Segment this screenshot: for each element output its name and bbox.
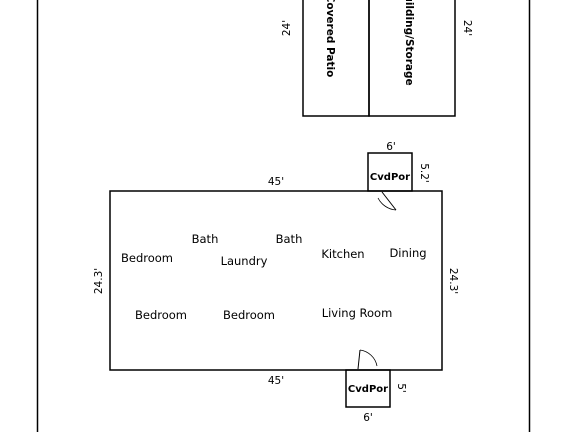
house-right-depth: 24.3' [447, 268, 459, 294]
house-left-depth: 24.3' [93, 268, 105, 294]
covered-patio-label: Covered Patio [324, 0, 336, 77]
room-laundry: Laundry [221, 254, 268, 268]
rear-porch-width: 6' [386, 141, 396, 153]
room-living-room: Living Room [322, 306, 393, 320]
house-outline [109, 190, 443, 371]
building-storage-structure [368, 0, 456, 117]
front-porch-depth: 5' [395, 383, 407, 393]
room-bath-1: Bath [192, 232, 219, 246]
front-porch-width: 6' [363, 412, 373, 424]
room-bath-2: Bath [276, 232, 303, 246]
rear-door-swing [377, 191, 397, 211]
room-bedroom-1: Bedroom [121, 251, 173, 265]
front-porch [345, 369, 391, 408]
rear-porch-label: CvdPor [370, 172, 410, 183]
room-bedroom-2: Bedroom [135, 308, 187, 322]
room-dining: Dining [389, 246, 426, 260]
building-storage-depth: 24' [461, 20, 473, 36]
rear-porch-depth: 5.2' [418, 163, 430, 183]
covered-patio-depth: 24' [281, 20, 293, 36]
building-storage-label: Building/Storage [403, 0, 415, 86]
house-bottom-width: 45' [268, 375, 284, 387]
front-door-swing [357, 349, 378, 370]
room-kitchen: Kitchen [321, 247, 364, 261]
front-porch-label: CvdPor [348, 384, 388, 395]
room-bedroom-3: Bedroom [223, 308, 275, 322]
house-top-width: 45' [268, 176, 284, 188]
